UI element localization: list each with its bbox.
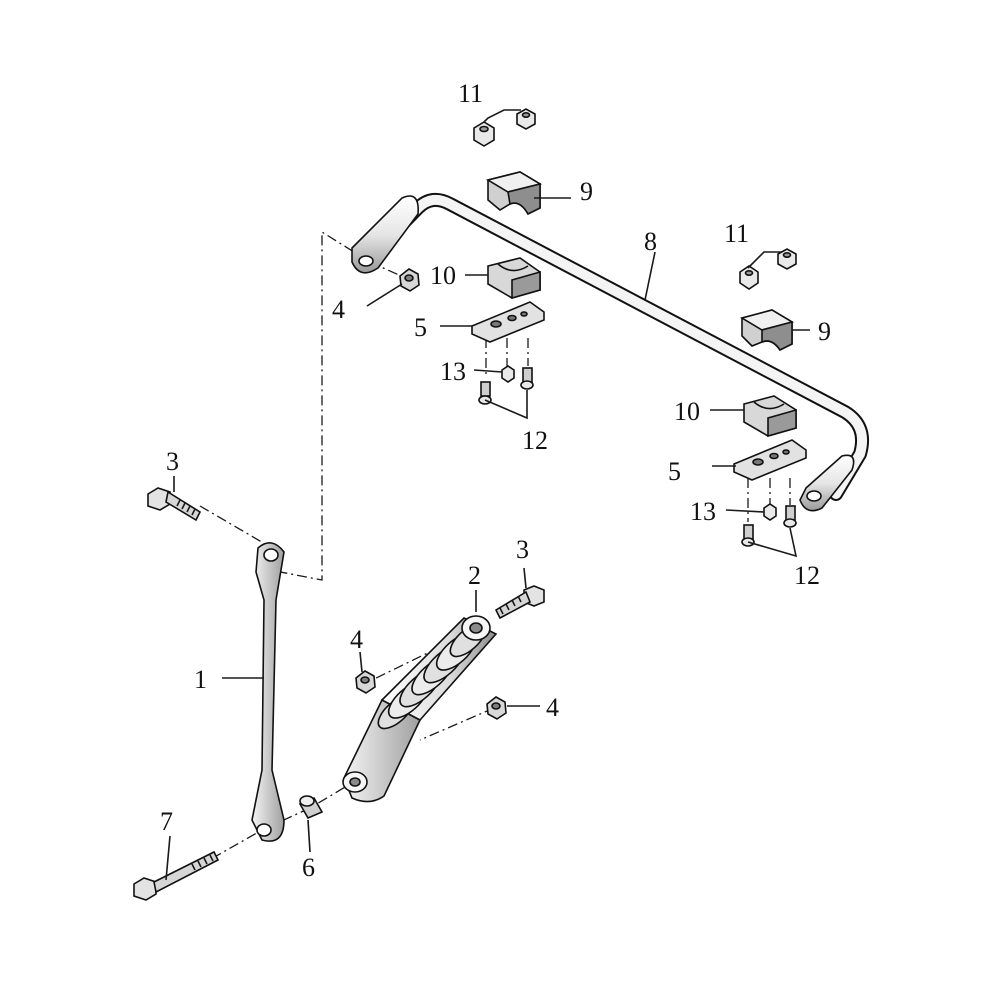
callout-11-right: 11 bbox=[724, 219, 749, 248]
callout-13-left: 13 bbox=[440, 357, 466, 386]
leader-lines bbox=[165, 109, 810, 881]
callout-5-right: 5 bbox=[668, 457, 681, 486]
spacer bbox=[298, 795, 324, 820]
leader-7 bbox=[165, 835, 171, 881]
nut-shock-upper bbox=[355, 670, 376, 694]
stabilizer-link bbox=[251, 542, 285, 842]
bracket-right bbox=[733, 439, 807, 481]
callout-labels: 11 9 8 11 9 10 4 5 13 12 10 5 13 12 3 3 … bbox=[160, 79, 831, 882]
leader-12a bbox=[484, 390, 528, 420]
bushing-right bbox=[743, 395, 797, 438]
callout-7: 7 bbox=[160, 807, 173, 836]
centerline-upper-bolt bbox=[199, 505, 273, 549]
bolt-long bbox=[133, 850, 220, 901]
callout-6: 6 bbox=[302, 853, 315, 882]
callout-9-left: 9 bbox=[580, 177, 593, 206]
callout-12-left: 12 bbox=[522, 426, 548, 455]
callout-3-shock: 3 bbox=[516, 535, 529, 564]
callout-11-left: 11 bbox=[458, 79, 483, 108]
centerline-lower-bolt bbox=[159, 782, 353, 889]
screws-left bbox=[478, 365, 534, 405]
callout-10-right: 10 bbox=[674, 397, 700, 426]
callout-8: 8 bbox=[644, 227, 657, 256]
leader-6 bbox=[307, 819, 311, 853]
bolt-shock-upper bbox=[494, 585, 545, 620]
shock-absorber bbox=[342, 615, 498, 803]
bushing-cap-left bbox=[485, 171, 543, 216]
callout-9-right: 9 bbox=[818, 317, 831, 346]
leader-12b bbox=[747, 527, 798, 558]
bracket-left bbox=[471, 301, 545, 343]
leader-4b bbox=[359, 651, 363, 673]
callout-4-bar: 4 bbox=[332, 295, 345, 324]
leader-4a bbox=[366, 283, 403, 307]
callout-1: 1 bbox=[194, 665, 207, 694]
bushing-left bbox=[487, 257, 541, 300]
callout-12-right: 12 bbox=[794, 561, 820, 590]
centerline-link-to-bar bbox=[269, 230, 371, 581]
callout-2: 2 bbox=[468, 561, 481, 590]
callout-10-left: 10 bbox=[430, 261, 456, 290]
nut-shock-lower bbox=[486, 696, 507, 720]
nut-pair-right bbox=[739, 248, 797, 290]
leader-3b bbox=[523, 567, 527, 589]
stabilizer-bar bbox=[351, 192, 870, 512]
nut-bar-end bbox=[399, 268, 420, 292]
leader-8 bbox=[644, 251, 656, 301]
screws-right bbox=[741, 503, 797, 547]
callout-3-link: 3 bbox=[166, 447, 179, 476]
leader-13a bbox=[473, 369, 503, 373]
nut-pair-left bbox=[473, 108, 536, 147]
bolt-link-upper bbox=[147, 487, 202, 522]
leader-13b bbox=[725, 509, 765, 513]
bushing-cap-right bbox=[739, 309, 795, 352]
callout-4-shock-lower: 4 bbox=[546, 693, 559, 722]
leader-11a bbox=[483, 109, 521, 123]
leader-11b bbox=[747, 251, 782, 269]
callout-4-shock-upper: 4 bbox=[350, 625, 363, 654]
centerline-shock-lower-nut bbox=[419, 707, 495, 741]
callout-13-right: 13 bbox=[690, 497, 716, 526]
callout-5-left: 5 bbox=[414, 313, 427, 342]
